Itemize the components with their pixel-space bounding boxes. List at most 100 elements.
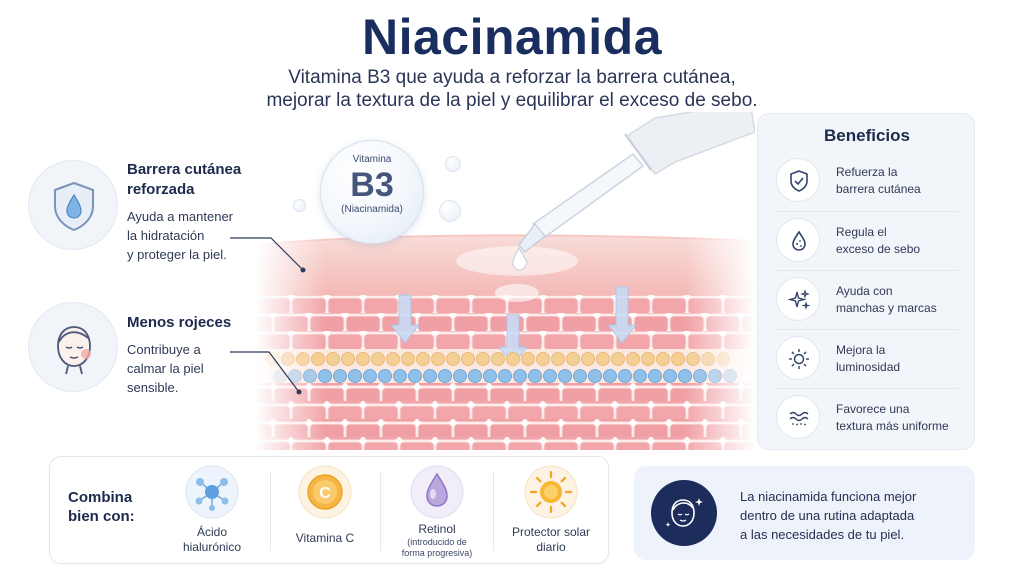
lipid-bead — [341, 352, 355, 366]
bubble-decor — [293, 199, 306, 212]
lipid-bead — [371, 352, 385, 366]
lipid-bead — [611, 352, 625, 366]
lipid-bead — [431, 352, 445, 366]
divider — [380, 471, 381, 551]
skin-layers-illustration — [255, 225, 755, 450]
dropper-icon — [512, 112, 755, 271]
benefit-text: Refuerza la barrera cutánea — [836, 164, 966, 198]
benefit-icon-circle — [776, 277, 820, 321]
sparkle-icon — [787, 289, 811, 310]
page-subtitle: Vitamina B3 que ayuda a reforzar la barr… — [212, 66, 812, 112]
feature-title-line: Barrera cutánea — [127, 161, 242, 178]
lipid-bead — [656, 352, 670, 366]
subtitle-line: Vitamina B3 que ayuda a reforzar la barr… — [288, 67, 736, 88]
lipid-bead — [513, 369, 527, 383]
benefit-item: Refuerza la barrera cutánea — [774, 152, 958, 210]
benefit-item: Favorece una textura más uniforme — [774, 388, 958, 446]
feature-redness: Menos rojeces Contribuye a calmar la pie… — [28, 302, 328, 395]
combina-title: Combina bien con: — [68, 488, 148, 526]
benefit-line: barrera cutánea — [836, 182, 921, 196]
bubble-decor — [445, 156, 461, 172]
lipid-bead — [506, 352, 520, 366]
lipid-bead — [453, 369, 467, 383]
lipid-bead — [701, 352, 715, 366]
lipid-bead — [686, 352, 700, 366]
lipid-bead — [596, 352, 610, 366]
lipid-bead — [318, 369, 332, 383]
feature-desc: Ayuda a mantener la hidratación y proteg… — [127, 207, 337, 264]
feature-title-line: reforzada — [127, 181, 195, 198]
benefit-text: Ayuda con manchas y marcas — [836, 283, 966, 317]
lipid-bead — [386, 352, 400, 366]
lipid-bead — [468, 369, 482, 383]
lipid-bead — [303, 369, 317, 383]
lipid-bead — [333, 369, 347, 383]
note-line: a las necesidades de tu piel. — [740, 527, 905, 542]
combina-label-line: Retinol — [418, 522, 456, 536]
b3-label-top: Vitamina — [352, 154, 392, 165]
benefits-title: Beneficios — [824, 126, 910, 145]
benefit-line: luminosidad — [836, 360, 901, 374]
lipid-bead — [708, 369, 722, 383]
combina-panel: Combina bien con: Ácido hialurónico C Vi… — [49, 456, 609, 564]
combina-label: Ácido hialurónico — [162, 525, 262, 555]
lipid-bead — [551, 352, 565, 366]
combina-label: Retinol (introducido de forma progresiva… — [387, 522, 487, 559]
note-text: La niacinamida funciona mejor dentro de … — [740, 487, 965, 544]
lipid-bead — [716, 352, 730, 366]
lipid-bead — [483, 369, 497, 383]
face-sparkle-icon — [665, 498, 703, 527]
lipid-bead — [588, 369, 602, 383]
note-icon-circle — [651, 480, 717, 546]
shield-check-icon — [790, 170, 808, 192]
routine-note-panel: La niacinamida funciona mejor dentro de … — [634, 466, 975, 560]
lipid-bead — [401, 352, 415, 366]
feature-desc-line: Ayuda a mantener — [127, 209, 233, 224]
combina-label-line: Protector solar — [511, 525, 591, 539]
lipid-bead — [423, 369, 437, 383]
lipid-bead — [296, 352, 310, 366]
lipid-bead — [663, 369, 677, 383]
b3-label-main: B3 — [350, 166, 394, 204]
sun-icon — [524, 465, 578, 519]
lipid-bead — [408, 369, 422, 383]
lipid-bead — [378, 369, 392, 383]
benefit-icon-circle — [776, 218, 820, 262]
lipid-bead — [498, 369, 512, 383]
combina-item-hyaluronic: Ácido hialurónico — [162, 465, 262, 559]
divider — [493, 471, 494, 551]
combina-label-line: hialurónico — [182, 540, 242, 554]
lipid-bead — [348, 369, 362, 383]
svg-text:C: C — [319, 485, 331, 502]
lipid-bead — [693, 369, 707, 383]
vitamin-c-icon: C — [298, 465, 352, 519]
note-line: La niacinamida funciona mejor — [740, 489, 917, 504]
texture-waves-icon — [789, 411, 809, 426]
feature-title: Barrera cutánea reforzada — [127, 160, 337, 200]
feature-desc-line: sensible. — [127, 380, 179, 395]
lipid-bead — [603, 369, 617, 383]
subtitle-line: mejorar la textura de la piel y equilibr… — [266, 90, 758, 111]
lipid-bead — [543, 369, 557, 383]
lipid-bead — [626, 352, 640, 366]
combina-label-line: diario — [536, 540, 566, 554]
combina-title-line: bien con: — [68, 508, 135, 525]
page-title: Niacinamida — [361, 9, 663, 65]
benefit-item: Mejora la luminosidad — [774, 329, 958, 387]
lipid-bead — [648, 369, 662, 383]
benefit-line: Favorece una — [836, 402, 910, 416]
feature-desc-line: y proteger la piel. — [127, 247, 227, 262]
lipid-bead — [528, 369, 542, 383]
feature-text: Menos rojeces Contribuye a calmar la pie… — [127, 313, 337, 397]
oil-drop-icon — [792, 230, 806, 251]
benefit-line: Ayuda con — [836, 284, 893, 298]
note-line: dentro de una rutina adaptada — [740, 508, 915, 523]
lipid-bead — [438, 369, 452, 383]
lipid-bead — [326, 352, 340, 366]
feature-desc-line: Contribuye a — [127, 342, 201, 357]
feature-desc-line: la hidratación — [127, 228, 205, 243]
pointer-lines — [230, 237, 306, 395]
feature-barrier: Barrera cutánea reforzada Ayuda a manten… — [28, 160, 328, 262]
lipid-bead — [618, 369, 632, 383]
bubble-decor — [439, 200, 461, 222]
